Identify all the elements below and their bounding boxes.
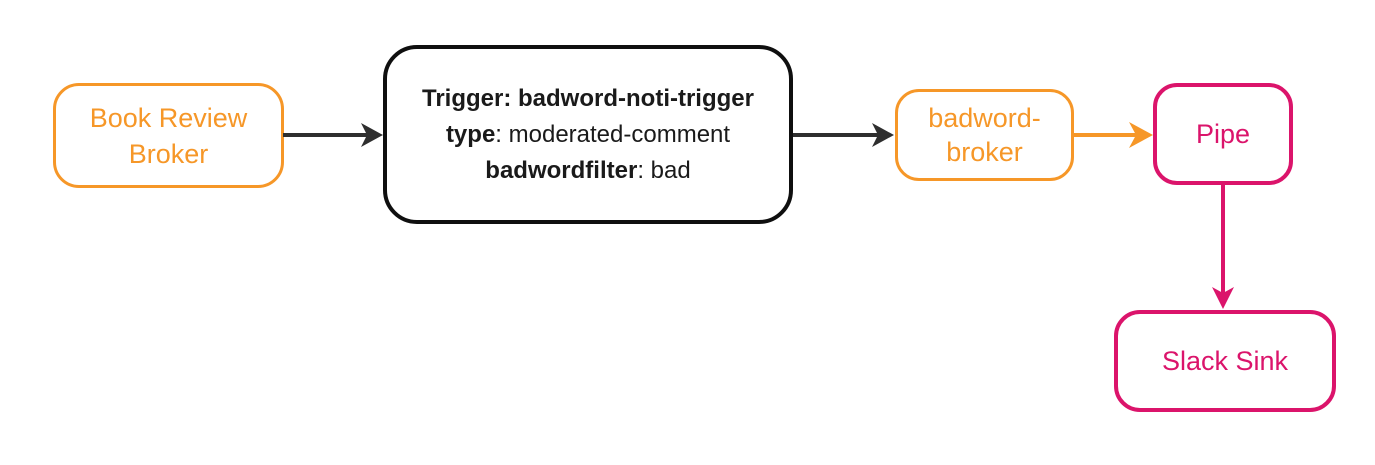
trigger-line-1: Trigger: badword-noti-trigger bbox=[422, 81, 754, 117]
node-badword-broker: badword-broker bbox=[895, 89, 1074, 181]
edge-pipe-to-slack-sink bbox=[1212, 185, 1234, 309]
trigger-filter-value: : bad bbox=[637, 156, 691, 184]
node-slack-sink: Slack Sink bbox=[1114, 310, 1336, 412]
trigger-filter-key: badwordfilter bbox=[485, 156, 638, 184]
edge-badword-broker-to-pipe bbox=[1073, 122, 1153, 148]
trigger-name-label: Trigger: badword-noti-trigger bbox=[422, 84, 754, 112]
arrowhead-right-icon bbox=[1129, 122, 1153, 148]
trigger-line-3: badwordfilter: bad bbox=[485, 153, 690, 189]
trigger-type-value: : moderated-comment bbox=[495, 120, 731, 148]
node-slack-sink-label: Slack Sink bbox=[1161, 345, 1289, 376]
node-pipe: Pipe bbox=[1153, 83, 1293, 185]
node-book-review-broker: Book Review Broker bbox=[53, 83, 284, 188]
arrowhead-right-icon bbox=[872, 123, 894, 147]
node-pipe-label: Pipe bbox=[1195, 118, 1251, 149]
node-badword-broker-label: badword-broker bbox=[928, 103, 1041, 167]
arrowhead-down-icon bbox=[1212, 287, 1234, 309]
node-trigger: Trigger: badword-noti-trigger type: mode… bbox=[383, 45, 793, 224]
trigger-line-2: type: moderated-comment bbox=[446, 117, 730, 153]
edge-trigger-to-badword-broker bbox=[793, 123, 894, 147]
edge-book-review-broker-to-trigger bbox=[283, 123, 383, 147]
arrowhead-right-icon bbox=[361, 123, 383, 147]
trigger-type-key: type bbox=[445, 120, 496, 148]
node-book-review-broker-label: Book Review Broker bbox=[89, 102, 248, 169]
